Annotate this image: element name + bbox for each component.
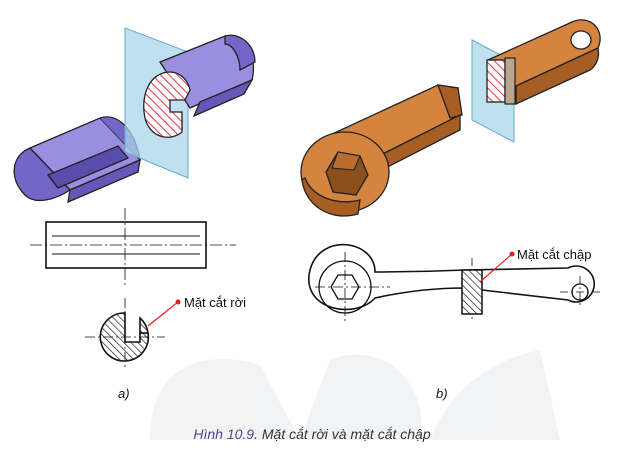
wrench-plan-view bbox=[308, 243, 602, 322]
caption-prefix: Hình 10.9 bbox=[193, 426, 255, 442]
caption-text: . Mặt cắt rời và mặt cắt chập bbox=[254, 426, 431, 442]
wrench-left-part bbox=[300, 84, 463, 217]
callout-a: Mặt cắt rời bbox=[147, 295, 246, 327]
section-face-a bbox=[143, 71, 191, 138]
callout-a-label: Mặt cắt rời bbox=[184, 295, 246, 310]
wrench-right-part bbox=[486, 19, 601, 106]
callout-b: Mặt cắt chập bbox=[479, 247, 591, 283]
figure-caption: Hình 10.9. Mặt cắt rời và mặt cắt chập bbox=[0, 426, 624, 442]
revolved-section bbox=[461, 269, 483, 315]
panel-a-label: a) bbox=[118, 386, 130, 401]
watermark bbox=[150, 350, 560, 440]
shaft-front-view bbox=[30, 208, 236, 286]
section-face-b bbox=[486, 59, 506, 103]
panel-a: Mặt cắt rời a) bbox=[13, 27, 256, 401]
panel-b: Mặt cắt chập b) bbox=[300, 19, 602, 401]
callout-b-label: Mặt cắt chập bbox=[517, 247, 591, 262]
removed-section bbox=[85, 298, 165, 370]
shaft-right-part bbox=[143, 34, 256, 138]
panel-b-label: b) bbox=[436, 386, 448, 401]
shaft-left-part bbox=[13, 116, 142, 204]
